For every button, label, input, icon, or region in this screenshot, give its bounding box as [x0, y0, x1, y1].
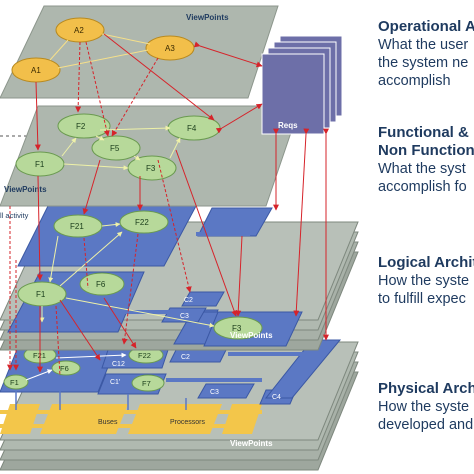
node-label: F6: [96, 280, 106, 289]
node-label: F3: [146, 164, 156, 173]
reqs-stack: Reqs: [261, 35, 343, 135]
processors-label: Processors: [170, 419, 206, 426]
section-desc: the system ne: [378, 55, 469, 71]
section-title: Logical Archit: [378, 254, 474, 271]
section-title: Operational A: [378, 18, 474, 35]
section-desc: How the syste: [378, 399, 470, 415]
node-label: F21: [33, 351, 46, 360]
layer-label: ViewPoints: [230, 439, 273, 448]
functional-layer: F2 F4 F1 F5 F3 ViewPoints: [0, 105, 301, 207]
node-label: F21: [70, 222, 84, 231]
node-label: F7: [142, 379, 151, 388]
node-label: F4: [187, 124, 197, 133]
layer-label: ViewPoints: [230, 331, 273, 340]
operational-section: Operational A What the user the system n…: [378, 18, 474, 90]
node-label: F22: [135, 218, 149, 227]
section-title: Functional &: [378, 124, 469, 141]
operational-layer: A2 A3 A1 ViewPoints: [0, 5, 279, 99]
section-desc: accomplish: [378, 73, 451, 89]
node-label: F5: [110, 144, 120, 153]
functional-section: Functional & Non Function What the syst …: [378, 124, 474, 196]
node-label: F6: [60, 364, 69, 373]
section-desc: to fulfill expec: [378, 291, 466, 307]
connector-label: C12: [112, 361, 125, 368]
section-title: Non Function: [378, 142, 474, 159]
node-label: A1: [31, 66, 41, 75]
connector-label: C1': [110, 379, 120, 386]
section-desc: accomplish fo: [378, 179, 467, 195]
section-desc: How the syste: [378, 273, 470, 289]
buses-label: Buses: [98, 419, 118, 426]
section-desc: What the user: [378, 37, 469, 53]
connector-label: C2: [181, 354, 190, 361]
node-label: F1: [36, 290, 46, 299]
reqs-label: Reqs: [278, 121, 298, 130]
activity-label: ll activity: [0, 211, 29, 220]
node-label: F22: [138, 351, 151, 360]
connector-label: C4: [272, 394, 281, 401]
section-desc: What the syst: [378, 161, 466, 177]
node-label: F1: [35, 160, 45, 169]
connector-label: C3: [210, 389, 219, 396]
connector-label: C2: [184, 297, 193, 304]
layer-label: ViewPoints: [186, 13, 229, 22]
node-label: F1: [10, 378, 19, 387]
node-label: F3: [232, 324, 242, 333]
node-label: A2: [74, 26, 84, 35]
section-desc: developed and: [378, 417, 474, 433]
logical-layer: C2 C3 F21 F22 F1 F6 F3 ViewPoints: [0, 205, 359, 351]
node-label: F2: [76, 122, 86, 131]
node-label: A3: [165, 44, 175, 53]
physical-layer: Buses Processors C2 C12 C1' C3 C4 F21 F2…: [0, 339, 359, 471]
trace-arrows: [7, 33, 329, 377]
physical-section: Physical Arch How the syste developed an…: [378, 380, 474, 434]
logical-section: Logical Archit How the syste to fulfill …: [378, 254, 474, 308]
layer-label: ViewPoints: [4, 185, 47, 194]
connector-label: C3: [180, 313, 189, 320]
section-title: Physical Arch: [378, 380, 474, 397]
